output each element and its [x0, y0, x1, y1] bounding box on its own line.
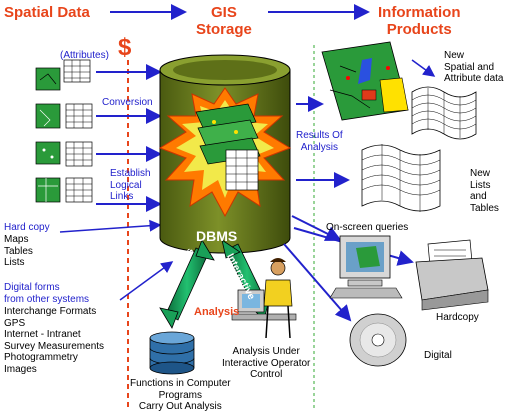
label-new-lists: New Lists and Tables: [470, 168, 499, 214]
new-attribute-table: [411, 86, 477, 140]
input-arrow-digital: [119, 261, 174, 301]
label-onscreen-queries: On-screen queries: [326, 222, 409, 233]
input-arrow-hardcopy: [59, 219, 162, 233]
caption-functions: Functions in Computer Programs Carry Out…: [130, 378, 231, 412]
map-icon-4: [35, 177, 93, 203]
output-arrow-digital: [283, 243, 352, 322]
label-new-spatial: New Spatial and Attribute data: [444, 50, 504, 84]
label-establish-links: Establish Logical Links: [110, 168, 151, 202]
computer-monitor-icon: [329, 235, 403, 299]
label-hardcopy: Hardcopy: [436, 312, 479, 323]
label-results-of-analysis: Results Of Analysis: [296, 130, 343, 153]
output-arrow-screen: [291, 215, 342, 241]
label-conversion: Conversion: [102, 97, 153, 108]
dollar-sign: $: [118, 34, 132, 61]
new-data-arrow: [411, 59, 436, 77]
printer-icon: [415, 239, 489, 311]
database-stack-icon: [149, 331, 195, 375]
functions-arrow: [159, 239, 215, 329]
digital-forms-items: Interchange Formats GPS Internet - Intra…: [4, 306, 105, 375]
map-icon-2: [35, 103, 93, 129]
header-spatial-data: Spatial Data: [4, 4, 90, 21]
label-attributes: (Attributes): [60, 50, 109, 61]
new-lists-tables: [361, 144, 441, 212]
label-dbms: DBMS: [196, 228, 238, 244]
cd-disc-icon: [349, 313, 407, 367]
new-spatial-map: [321, 41, 409, 121]
hard-copy-items: Maps Tables Lists: [4, 234, 33, 268]
caption-operator: Analysis Under Interactive Operator Cont…: [222, 346, 311, 380]
map-icon-3: [35, 141, 93, 167]
label-hard-copy: Hard copy: [4, 222, 50, 233]
stacked-map-layers: [195, 103, 261, 191]
label-analysis: Analysis: [194, 306, 240, 318]
header-gis-storage: GIS Storage: [196, 4, 252, 38]
label-digital: Digital: [424, 350, 452, 361]
operator-icon: [231, 258, 297, 339]
map-icon-1: [35, 59, 91, 91]
label-digital-forms: Digital forms from other systems: [4, 282, 90, 305]
header-information-products: Information Products: [378, 4, 461, 38]
